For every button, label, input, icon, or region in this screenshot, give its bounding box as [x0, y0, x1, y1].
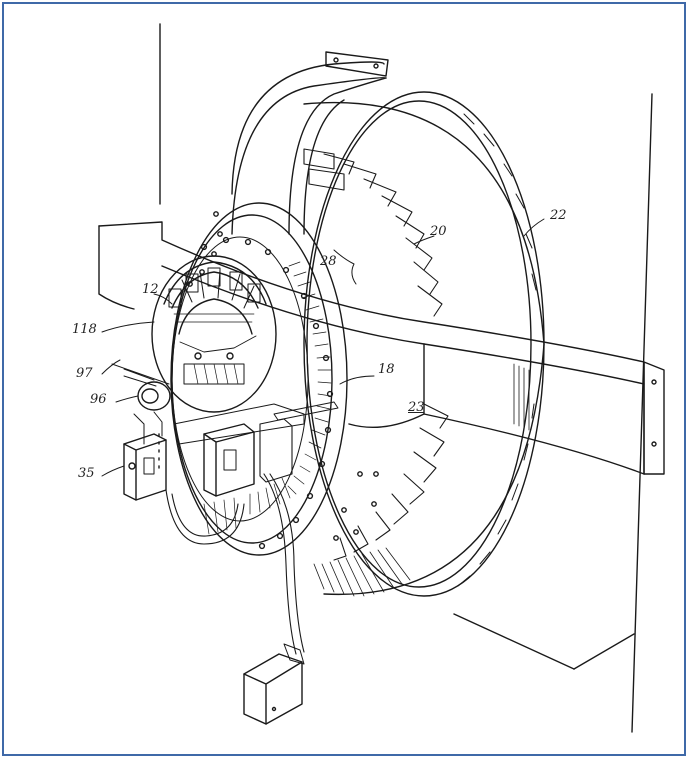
- terminal-box: [243, 643, 305, 725]
- ref-label-28: 28: [320, 254, 337, 269]
- leader-lines: [101, 218, 545, 477]
- strap-band: [98, 221, 665, 475]
- patent-drawing: [98, 23, 665, 733]
- ref-label-97: 97: [76, 366, 93, 381]
- ref-label-12: 12: [142, 282, 159, 297]
- ref-label-35: 35: [78, 466, 95, 481]
- fan-blades-upper: [303, 148, 443, 317]
- fan-blades-lower: [313, 403, 449, 597]
- motor-ring: [170, 202, 379, 556]
- wall-lines: [158, 23, 653, 733]
- ref-label-18: 18: [378, 362, 395, 377]
- pulley: [111, 363, 171, 411]
- ref-label-118: 118: [72, 322, 97, 337]
- rotor-assembly: [151, 255, 277, 413]
- ref-label-22: 22: [550, 208, 567, 223]
- switch-assembly: [123, 401, 339, 501]
- ref-label-20: 20: [430, 224, 447, 239]
- stator-teeth: [249, 261, 332, 515]
- ref-label-23: 23: [408, 400, 425, 415]
- ref-label-96: 96: [90, 392, 107, 407]
- fan-housing: [303, 91, 545, 597]
- wiring: [165, 473, 305, 655]
- mounting-arch: [187, 51, 389, 287]
